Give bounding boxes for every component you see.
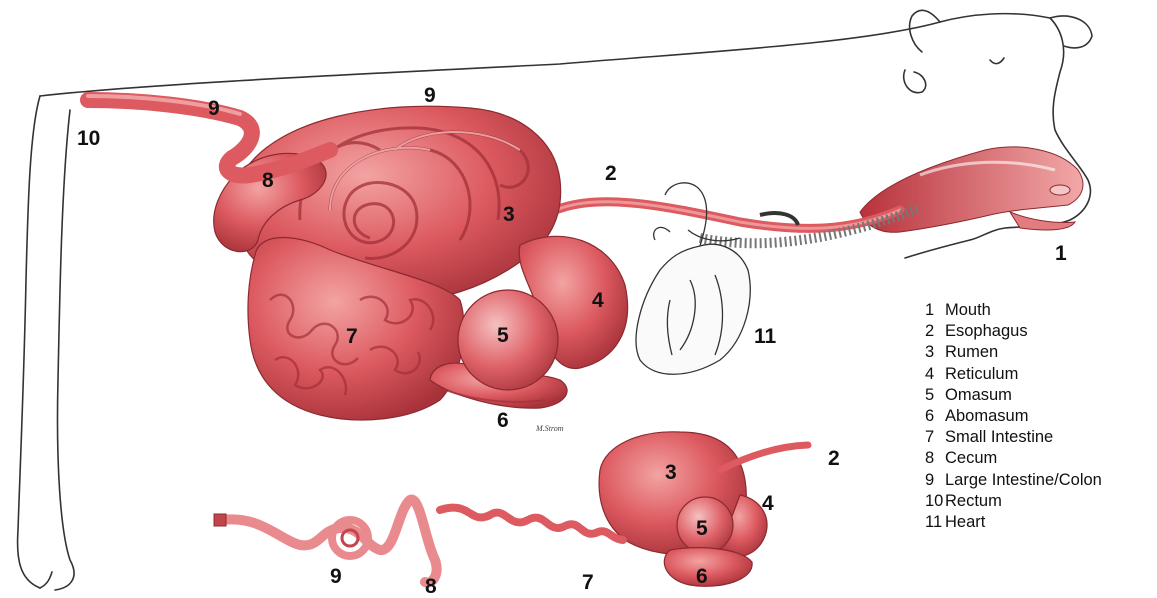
legend-label: Rumen bbox=[945, 343, 998, 361]
callout-1: 1 bbox=[1055, 243, 1067, 264]
callout-8: 8 bbox=[262, 170, 274, 191]
isolated-intestine-illustration bbox=[214, 500, 624, 583]
legend-item: 10Rectum bbox=[925, 491, 1102, 512]
legend-number: 6 bbox=[925, 406, 945, 427]
legend-label: Cecum bbox=[945, 449, 997, 467]
legend-label: Esophagus bbox=[945, 322, 1028, 340]
legend-number: 3 bbox=[925, 342, 945, 363]
callout-small-4: 4 bbox=[762, 493, 774, 514]
callout-6: 6 bbox=[497, 410, 509, 431]
callout-small-7: 7 bbox=[582, 572, 594, 593]
callout-small-6: 6 bbox=[696, 566, 708, 587]
callout-3: 3 bbox=[503, 204, 515, 225]
legend-label: Mouth bbox=[945, 301, 991, 319]
callout-small-8: 8 bbox=[425, 576, 437, 597]
callout-5: 5 bbox=[497, 325, 509, 346]
legend-number: 2 bbox=[925, 321, 945, 342]
legend-number: 5 bbox=[925, 385, 945, 406]
callout-small-2: 2 bbox=[828, 448, 840, 469]
callout-small-3: 3 bbox=[665, 462, 677, 483]
legend-label: Reticulum bbox=[945, 365, 1018, 383]
legend-number: 10 bbox=[925, 491, 945, 512]
legend-number: 4 bbox=[925, 364, 945, 385]
callout-10: 10 bbox=[77, 128, 100, 149]
callout-small-9: 9 bbox=[330, 566, 342, 587]
legend-label: Heart bbox=[945, 513, 985, 531]
legend-number: 9 bbox=[925, 470, 945, 491]
callout-9a: 9 bbox=[208, 98, 220, 119]
callout-4: 4 bbox=[592, 290, 604, 311]
callout-9b: 9 bbox=[424, 85, 436, 106]
legend-label: Omasum bbox=[945, 386, 1012, 404]
legend-number: 11 bbox=[925, 512, 945, 533]
callout-7: 7 bbox=[346, 326, 358, 347]
legend-label: Abomasum bbox=[945, 407, 1028, 425]
legend-label: Rectum bbox=[945, 492, 1002, 510]
legend-number: 1 bbox=[925, 300, 945, 321]
legend-number: 7 bbox=[925, 427, 945, 448]
isolated-stomach-illustration bbox=[599, 432, 808, 586]
legend-number: 8 bbox=[925, 448, 945, 469]
legend-label: Large Intestine/Colon bbox=[945, 471, 1102, 489]
callout-small-5: 5 bbox=[696, 518, 708, 539]
legend-label: Small Intestine bbox=[945, 428, 1053, 446]
callout-2: 2 bbox=[605, 163, 617, 184]
callout-11: 11 bbox=[754, 326, 776, 347]
artist-signature: M.Strom bbox=[536, 424, 563, 433]
